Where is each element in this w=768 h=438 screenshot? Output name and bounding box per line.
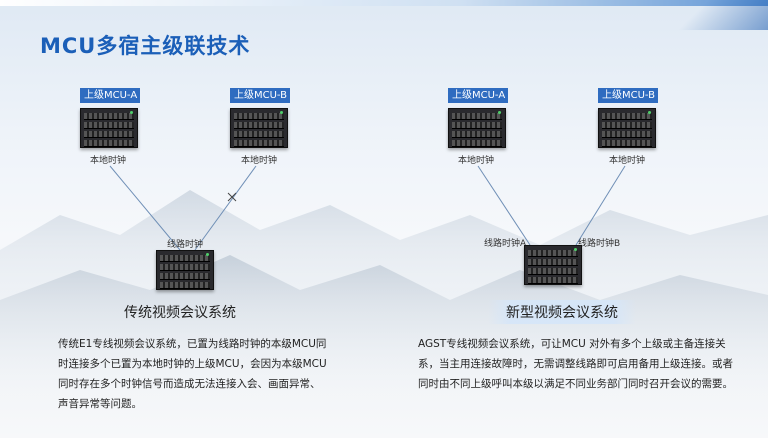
right-mcu-a-label: 上级MCU-A [448, 88, 508, 103]
corner-decoration [648, 0, 768, 30]
link-right-a [477, 165, 531, 246]
left-mcu-b-label: 上级MCU-B [230, 88, 290, 103]
cross-mark-icon [227, 192, 237, 202]
left-line-clock: 线路时钟 [167, 240, 204, 250]
left-clock-b: 本地时钟 [241, 156, 278, 166]
left-description: 传统E1专线视频会议系统，已置为线路时钟的本级MCU同时连接多个已置为本地时钟的… [58, 338, 327, 410]
left-mcu-a-label: 上级MCU-A [80, 88, 140, 103]
right-description: AGST专线视频会议系统，可让MCU 对外有多个上级或主备连接关系，当主用连接故… [418, 338, 733, 390]
top-accent-bar [0, 0, 768, 6]
right-mcu-b-server-icon [598, 108, 656, 148]
right-line-clock-a: 线路时钟A [484, 239, 527, 249]
link-left-a [109, 165, 181, 251]
right-line-clock-b: 线路时钟B [578, 239, 621, 249]
right-mcu-b-label: 上级MCU-B [598, 88, 658, 103]
right-local-mcu-server-icon [524, 245, 582, 285]
left-system-title: 传统视频会议系统 [124, 305, 236, 321]
right-system-title: 新型视频会议系统 [488, 300, 636, 324]
left-mcu-a-server-icon [80, 108, 138, 148]
right-clock-a: 本地时钟 [458, 156, 495, 166]
right-mcu-a-server-icon [448, 108, 506, 148]
right-clock-b: 本地时钟 [609, 156, 646, 166]
link-right-b [575, 165, 626, 246]
link-left-b [194, 165, 257, 251]
left-mcu-b-server-icon [230, 108, 288, 148]
page-title: MCU多宿主级联技术 [40, 34, 251, 58]
left-clock-a: 本地时钟 [90, 156, 127, 166]
left-local-mcu-server-icon [156, 250, 214, 290]
